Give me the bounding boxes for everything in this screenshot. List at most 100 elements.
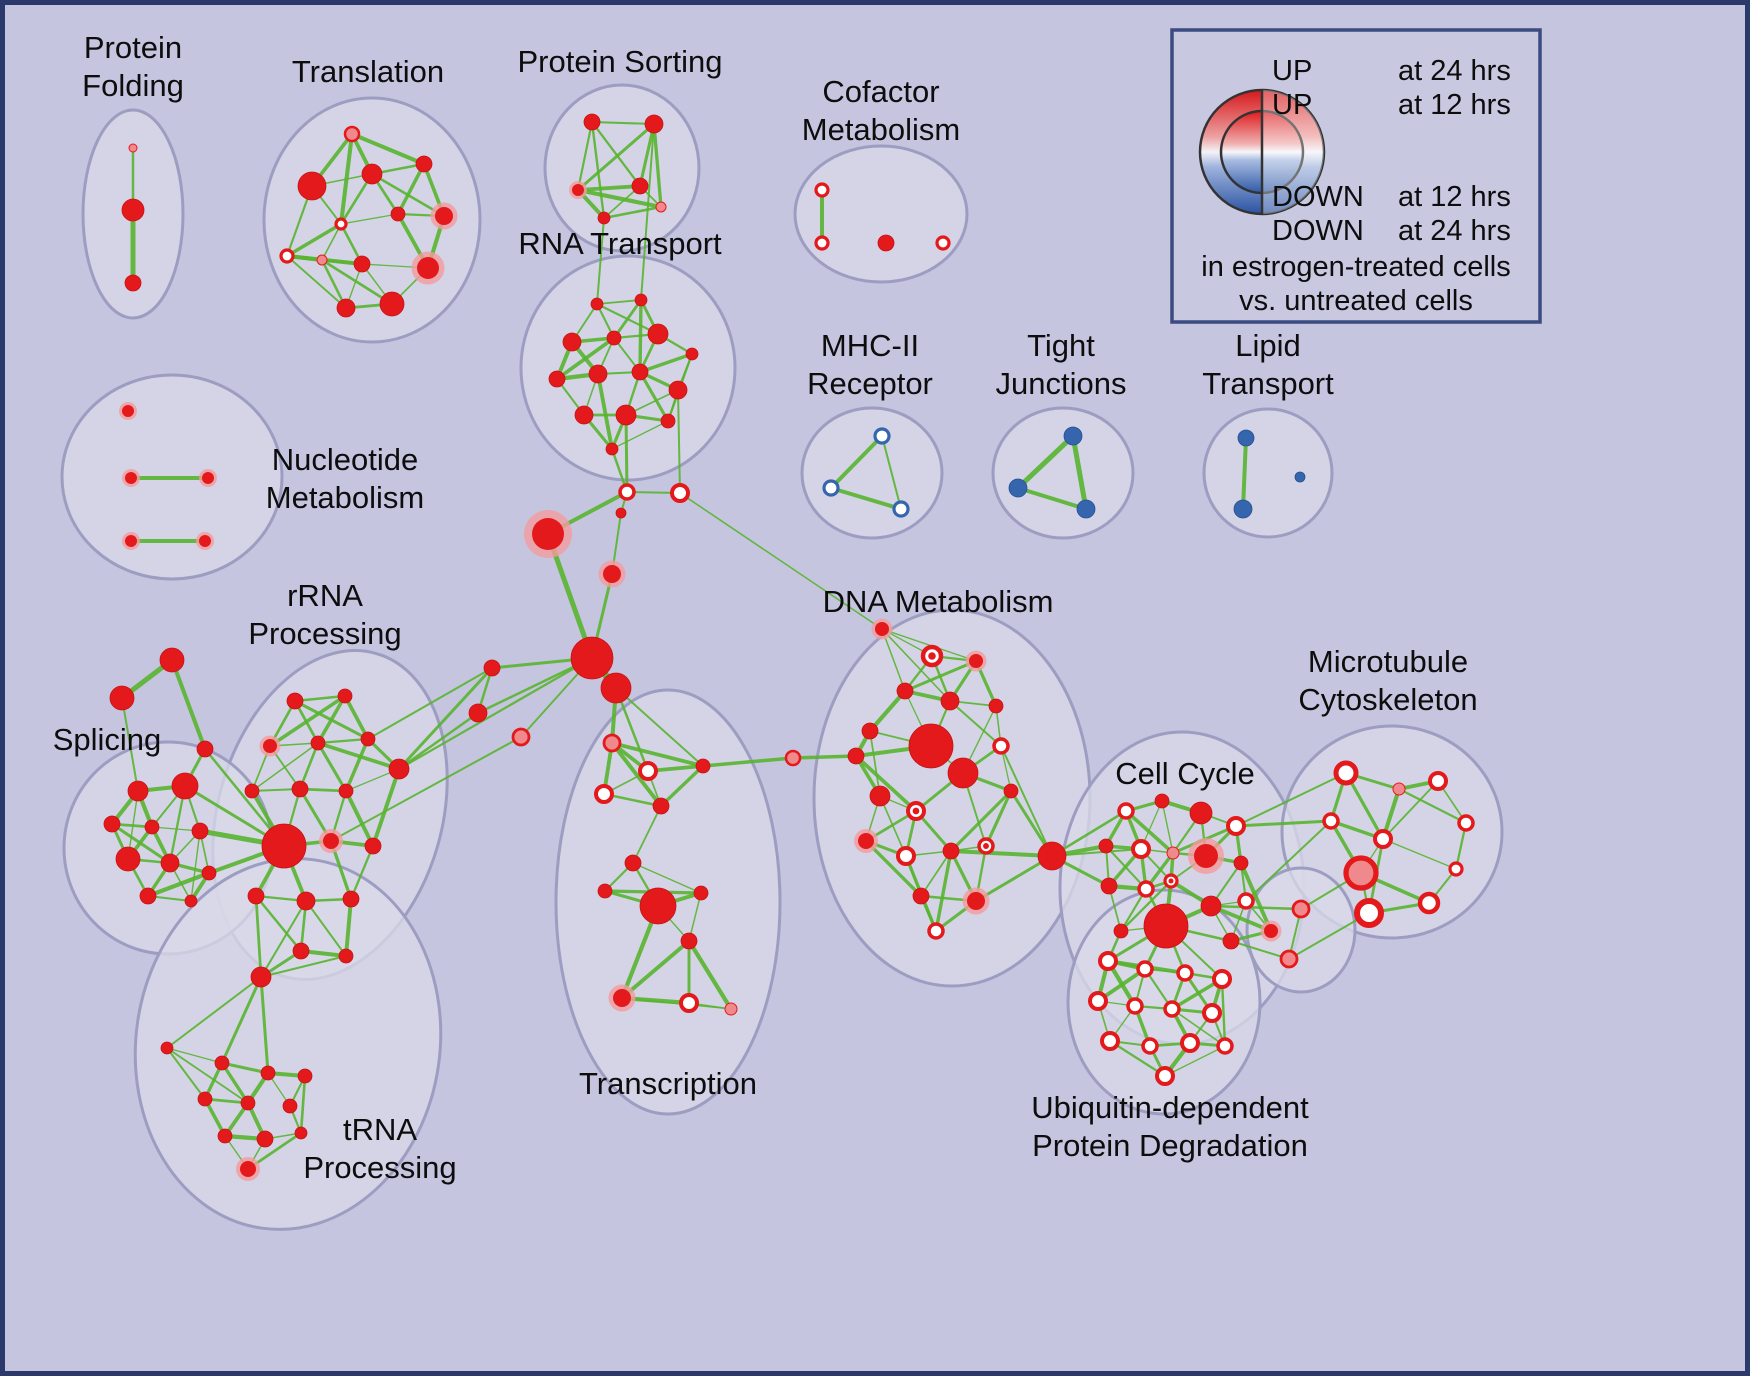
node-tr7 (435, 207, 453, 225)
node-mh3 (892, 500, 910, 518)
cluster-label-ubiquitin-degradation-line2: Protein Degradation (1032, 1128, 1308, 1163)
node-dot-dm18 (983, 843, 989, 849)
node-lt2 (1233, 499, 1253, 519)
node-mt8 (1354, 898, 1384, 928)
edge-dm14|dm17 (949, 789, 1013, 853)
node-ub10 (1141, 1037, 1159, 1055)
legend-row-up24-time: at 24 hrs (1398, 55, 1511, 87)
node-rr13 (247, 887, 265, 905)
edge-cy14|sc1 (1209, 904, 1303, 911)
node-tn10 (217, 1128, 233, 1144)
edge-tr13|tr9 (320, 258, 394, 306)
cluster-label-transcription-line1: Transcription (579, 1066, 757, 1101)
node-tc11 (613, 989, 631, 1007)
edge-dm15|dm19 (864, 839, 923, 898)
node-cc7 (600, 672, 632, 704)
edge-rt2|rt4 (612, 298, 643, 340)
cluster-label-mhc-ii-receptor-line2: Receptor (807, 366, 933, 401)
edge-ps2|rt2 (640, 123, 655, 301)
edge-cy15|mt5 (1245, 820, 1332, 902)
node-tn5 (260, 1065, 276, 1081)
node-ub4 (1212, 969, 1232, 989)
node-tc8 (639, 887, 677, 925)
cluster-label-cofactor-metabolism-line2: Metabolism (802, 112, 961, 147)
cluster-label-protein-folding-line1: Protein (84, 30, 182, 65)
node-rr5 (360, 731, 376, 747)
node-tn8 (240, 1095, 256, 1111)
node-ub9 (1100, 1031, 1120, 1051)
node-rt11 (574, 405, 594, 425)
edge-sp8|sp9 (145, 870, 212, 899)
node-nm5 (199, 535, 211, 547)
node-dm2 (875, 622, 889, 636)
edge-tc11|tc13 (621, 997, 732, 1010)
node-ub3 (1176, 964, 1194, 982)
edge-tr12|tr8 (286, 255, 347, 309)
node-cy11 (1137, 880, 1155, 898)
cluster-label-trna-processing-line2: Processing (303, 1150, 456, 1185)
node-sx3 (196, 740, 214, 758)
node-ps4 (631, 177, 649, 195)
edge-br1|rr6 (397, 666, 494, 771)
node-tr10 (353, 255, 371, 273)
node-nm2 (125, 472, 137, 484)
edge-rr2|rr5 (343, 694, 370, 741)
node-rt8 (588, 364, 608, 384)
edge-rr13|rr18 (254, 894, 263, 979)
cluster-label-splicing-line1: Splicing (53, 722, 162, 757)
legend-right-half-overlay (1262, 90, 1324, 214)
node-sp4 (144, 819, 160, 835)
node-tc2 (638, 761, 658, 781)
node-sc2 (1279, 949, 1299, 969)
edge-cy14|cy18 (1209, 904, 1273, 933)
edge-cc2|dm2 (679, 492, 883, 630)
edge-ub12|ub4 (1220, 977, 1227, 1048)
edge-rr18|tn2 (166, 976, 262, 1049)
edge-sx1|sx3 (170, 658, 207, 751)
edge-rr18|tn5 (259, 975, 270, 1075)
node-dm20 (967, 892, 985, 910)
edge-tj2|tj3 (1016, 486, 1088, 511)
cluster-label-nucleotide-metabolism-line1: Nucleotide (272, 442, 418, 477)
node-rr18 (250, 966, 272, 988)
legend-row-down24-direction: DOWN (1272, 215, 1364, 247)
edge-mt8|sc2 (1288, 912, 1370, 960)
node-nm3 (202, 472, 214, 484)
edge-cy4|mt1 (1235, 772, 1347, 827)
edge-cyb|dm11 (1000, 745, 1053, 857)
edge-cy17|sc2 (1230, 940, 1290, 960)
edge-ps3|ps6 (575, 187, 664, 210)
node-tn7 (197, 1091, 213, 1107)
legend-row-up12-direction: UP (1272, 89, 1312, 121)
edge-rt13|rt14 (611, 420, 669, 450)
node-rt4 (606, 330, 622, 346)
edge-rr12|rr15 (349, 844, 375, 901)
node-dm12 (869, 785, 891, 807)
cluster-label-trna-processing-line1: tRNA (343, 1112, 417, 1147)
node-tr11 (417, 257, 439, 279)
edge-rr2|rr4 (316, 694, 347, 745)
edge-tj1|tj3 (1070, 433, 1089, 512)
cluster-label-mhc-ii-receptor-line1: MHC-II (821, 328, 919, 363)
edge-br2|rr6 (397, 711, 480, 771)
edge-rr4|rr6 (316, 741, 401, 771)
edge-cy18|cy9 (1239, 861, 1273, 933)
edge-rr4|rr5 (316, 737, 370, 745)
edge-mt10|mt6 (1382, 838, 1457, 870)
node-cy14 (1200, 895, 1222, 917)
node-rt5 (647, 323, 669, 345)
node-mh2 (822, 479, 840, 497)
node-dm10 (947, 757, 979, 789)
edge-cc6|rr6 (397, 656, 594, 771)
node-tj2 (1008, 478, 1028, 498)
edge-tc10|tc11 (620, 939, 691, 1000)
cluster-label-tight-junctions-line1: Tight (1027, 328, 1095, 363)
cluster-ellipse-satellite (1245, 866, 1357, 994)
node-ub7 (1163, 1000, 1181, 1018)
edge-rt4|rt7 (555, 336, 616, 381)
edge-tr1|tr4 (350, 132, 426, 166)
edge-mh1|mh3 (881, 435, 902, 510)
node-cc4 (615, 507, 627, 519)
node-sp2 (171, 772, 199, 800)
node-ps6 (655, 201, 667, 213)
